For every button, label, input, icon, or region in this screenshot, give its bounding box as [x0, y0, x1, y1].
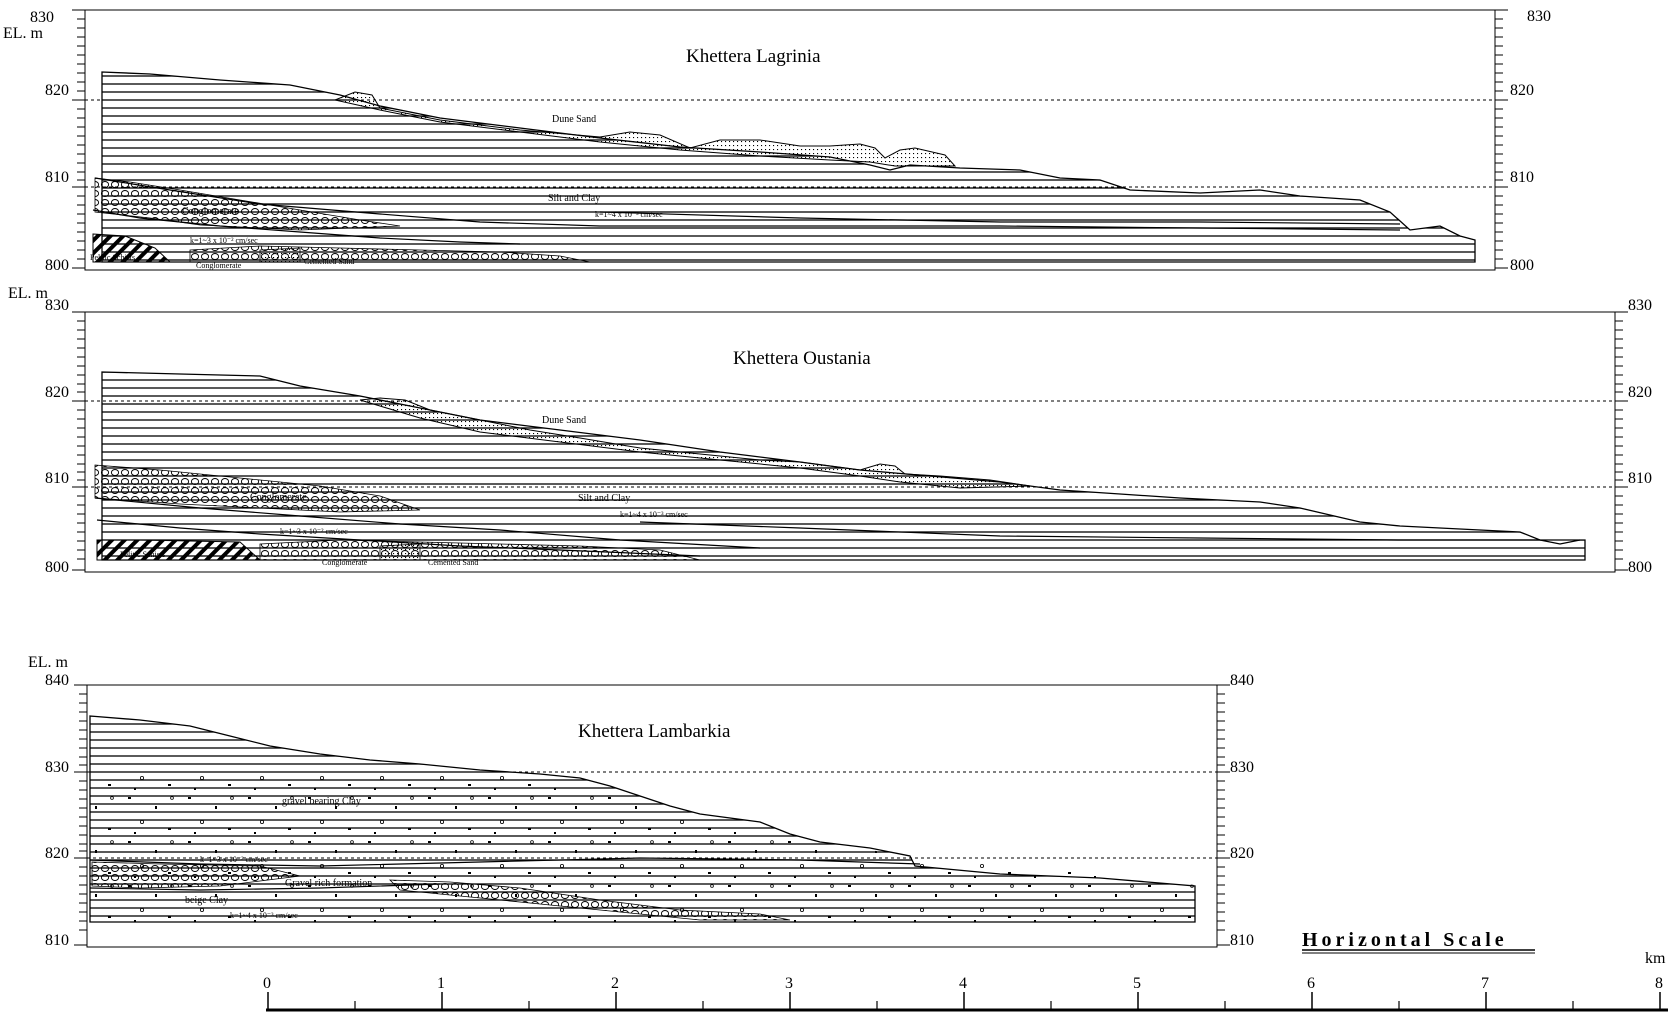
section3-rtick-830: 830	[1230, 759, 1254, 776]
section1-rtick-830: 830	[1527, 8, 1551, 25]
section2-tick-810: 810	[45, 470, 69, 487]
pelitic-schist	[96, 539, 262, 561]
section2-rtick-820: 820	[1628, 384, 1652, 401]
section1-label-conglo1: Conglomerate	[182, 206, 239, 217]
section1-tick-830: 830	[30, 9, 54, 26]
section2-label-cemented: Cemented Sand	[428, 558, 478, 567]
section3-tick-810: 810	[45, 932, 69, 949]
section2-label-k1: k=1~4 x 10⁻³ cm/sec	[620, 510, 688, 519]
section1-ylabel: EL. m	[3, 25, 44, 42]
section2-label-k2: k=1~3 x 10⁻² cm/sec	[280, 527, 348, 536]
pelitic-schist	[92, 233, 172, 263]
section3-ylabel: EL. m	[28, 654, 69, 671]
conglomerate-1	[94, 177, 401, 231]
left-minor-ticks	[72, 9, 85, 269]
section1-tick-810: 810	[45, 169, 69, 186]
section2-title: Khettera Oustania	[733, 348, 871, 369]
scale-label: 8	[1655, 975, 1663, 992]
section2-rtick-810: 810	[1628, 470, 1652, 487]
dune-sand	[333, 91, 957, 167]
section1-tick-800: 800	[45, 257, 69, 274]
scale-label: 3	[785, 975, 793, 992]
section1-label-silt: Silt and Clay	[548, 193, 600, 204]
left-minor-ticks	[72, 311, 85, 571]
horizontal-scale: Horizontal Scale km 0 1 2 3 4 5 6 7 8	[263, 929, 1668, 1012]
section2-label-conglo1: Conglomerate	[250, 492, 307, 503]
scale-label: 2	[611, 975, 619, 992]
scale-unit: km	[1645, 950, 1666, 967]
scale-label: 1	[437, 975, 445, 992]
section1-tick-820: 820	[45, 82, 69, 99]
section1-title: Khettera Lagrinia	[686, 46, 821, 67]
right-minor-ticks	[1217, 684, 1230, 946]
section2-label-dune: Dune Sand	[542, 415, 586, 426]
dune-sand	[359, 397, 1031, 489]
section3-tick-830: 830	[45, 759, 69, 776]
gravel-bearing-clay	[90, 770, 1195, 922]
section2-ylabel: EL. m	[8, 285, 49, 302]
scale-label: 4	[959, 975, 967, 992]
silt-clay-layer	[101, 71, 1476, 263]
section2-label-schist: Pelitic Schists	[120, 550, 165, 559]
section1-rtick-810: 810	[1510, 169, 1534, 186]
gravel-rich-formation-2	[389, 879, 791, 921]
boundary-lines	[92, 177, 1401, 245]
section3-label-k2: k=1~3 x 10⁻² cm/sec	[200, 855, 268, 864]
section2-label-conglo2: Conglomerate	[322, 558, 368, 567]
section-khettera-lagrinia	[72, 9, 1508, 271]
section2-tick-820: 820	[45, 384, 69, 401]
section2-label-silt: Silt and Clay	[578, 493, 630, 504]
scale-label: 6	[1307, 975, 1315, 992]
cemented-sand	[379, 543, 421, 561]
section1-label-schist: Pelitic Schists	[90, 253, 135, 262]
section1-label-conglo2: Conglomerate	[196, 261, 242, 270]
section-khettera-lambarkia	[74, 684, 1230, 948]
section1-label-k2: k=1~3 x 10⁻² cm/sec	[190, 236, 258, 245]
section3-rtick-840: 840	[1230, 672, 1254, 689]
section2-rtick-830: 830	[1628, 297, 1652, 314]
section3-rtick-820: 820	[1230, 845, 1254, 862]
boundary-lines	[89, 857, 921, 891]
section3-label-k1: k=1~4 x 10⁻³ cm/sec	[230, 911, 298, 920]
scale-label: 0	[263, 975, 271, 992]
section3-label-gravelrich: Gravel rich formation	[285, 878, 372, 889]
right-minor-ticks	[1615, 311, 1628, 571]
right-minor-ticks	[1495, 9, 1508, 269]
scale-title: Horizontal Scale	[1302, 929, 1508, 951]
section2-rtick-800: 800	[1628, 559, 1652, 576]
scale-label: 7	[1481, 975, 1489, 992]
cemented-sand	[259, 247, 301, 263]
left-minor-ticks	[74, 684, 87, 946]
section3-title: Khettera Lambarkia	[578, 721, 731, 742]
section2-tick-800: 800	[45, 559, 69, 576]
section1-label-cemented: Cemented Sand	[304, 257, 354, 266]
scale-label: 5	[1133, 975, 1141, 992]
conglomerate-1	[94, 464, 421, 513]
section1-rtick-800: 800	[1510, 257, 1534, 274]
section1-label-k1: k=1~4 x 10⁻³ cm/sec	[595, 210, 663, 219]
section3-rtick-810: 810	[1230, 932, 1254, 949]
section3-tick-840: 840	[45, 672, 69, 689]
section3-label-beige: beige Clay	[185, 895, 228, 906]
section1-label-dune: Dune Sand	[552, 114, 596, 125]
gravel-rich-formation	[91, 861, 301, 889]
section2-tick-830: 830	[45, 297, 69, 314]
boundary-lines	[94, 497, 1580, 557]
section3-label-gravelclay: gravel bearing Clay	[282, 796, 361, 807]
section1-rtick-820: 820	[1510, 82, 1534, 99]
section3-tick-820: 820	[45, 845, 69, 862]
section-khettera-oustania	[72, 311, 1628, 573]
